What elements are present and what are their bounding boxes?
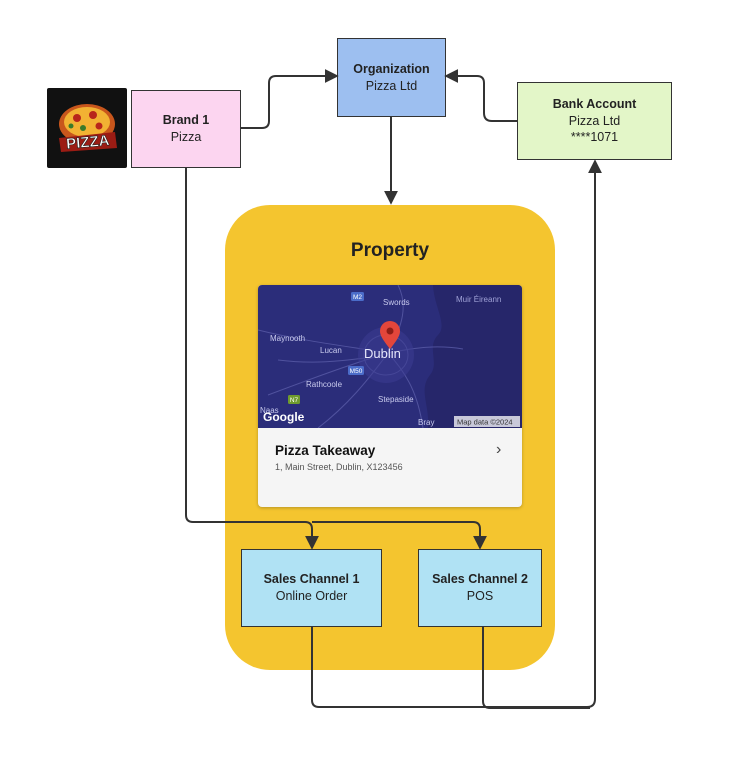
n7-shield — [288, 395, 300, 404]
map-label-n7: N7 — [290, 397, 299, 404]
organization-subtitle: Pizza Ltd — [365, 78, 418, 93]
bank-account-number: ****1071 — [570, 130, 619, 145]
m50-shield — [348, 366, 364, 375]
bank-account-node: Bank Account Pizza Ltd ****1071 — [517, 82, 672, 160]
location-card[interactable]: Maynooth Lucan Dublin Swords Muir Éirean… — [258, 285, 522, 507]
edge-brand-channel-2 — [312, 521, 487, 550]
pizza-logo: PIZZA — [47, 88, 127, 168]
channel-1-title: Sales Channel 1 — [263, 572, 360, 587]
svg-text:PIZZA: PIZZA — [66, 132, 111, 153]
m2-shield — [351, 292, 364, 301]
map-label-stepaside: Stepaside — [378, 395, 414, 404]
map-pin-icon[interactable] — [380, 321, 400, 349]
map-label-maynooth: Maynooth — [270, 334, 305, 343]
chevron-right-icon[interactable]: › — [496, 441, 502, 458]
map-label-muir: Muir Éireann — [456, 295, 501, 304]
map-attribution: Map data ©2024 — [457, 418, 513, 427]
sales-channel-1-node: Sales Channel 1 Online Order — [241, 549, 382, 627]
edge-bank-organization — [444, 69, 517, 122]
sales-channel-2-node: Sales Channel 2 POS — [418, 549, 542, 627]
brand-node: Brand 1 Pizza — [131, 90, 241, 168]
map[interactable]: Maynooth Lucan Dublin Swords Muir Éirean… — [258, 285, 522, 428]
bank-title: Bank Account — [552, 96, 637, 111]
edge-channel-2-bank — [482, 627, 590, 709]
brand-subtitle: Pizza — [170, 130, 202, 144]
google-logo: Google — [263, 410, 305, 424]
map-label-m50: M50 — [350, 368, 363, 375]
map-attribution-bg — [454, 416, 520, 427]
location-address: 1, Main Street, Dublin, X123456 — [275, 462, 403, 472]
edge-brand-organization — [241, 69, 339, 129]
edge-channel-1-bank — [311, 159, 602, 708]
organization-node: Organization Pizza Ltd — [337, 38, 446, 117]
property-title: Property — [350, 240, 430, 261]
channel-1-subtitle: Online Order — [275, 589, 348, 603]
map-label-naas: Naas — [260, 406, 279, 415]
map-label-dublin: Dublin — [364, 346, 401, 361]
edge-brand-channel-1 — [185, 168, 319, 550]
location-name: Pizza Takeaway — [275, 443, 376, 458]
map-label-bray: Bray — [418, 418, 434, 427]
map-label-lucan: Lucan — [320, 346, 342, 355]
map-label-swords: Swords — [383, 298, 410, 307]
bank-subtitle: Pizza Ltd — [568, 113, 621, 128]
brand-title: Brand 1 — [162, 113, 210, 128]
channel-2-title: Sales Channel 2 — [432, 572, 528, 587]
map-label-m2: M2 — [353, 294, 362, 301]
channel-2-subtitle: POS — [466, 589, 494, 603]
organization-title: Organization — [353, 61, 430, 76]
map-label-rathcoole: Rathcoole — [306, 380, 343, 389]
